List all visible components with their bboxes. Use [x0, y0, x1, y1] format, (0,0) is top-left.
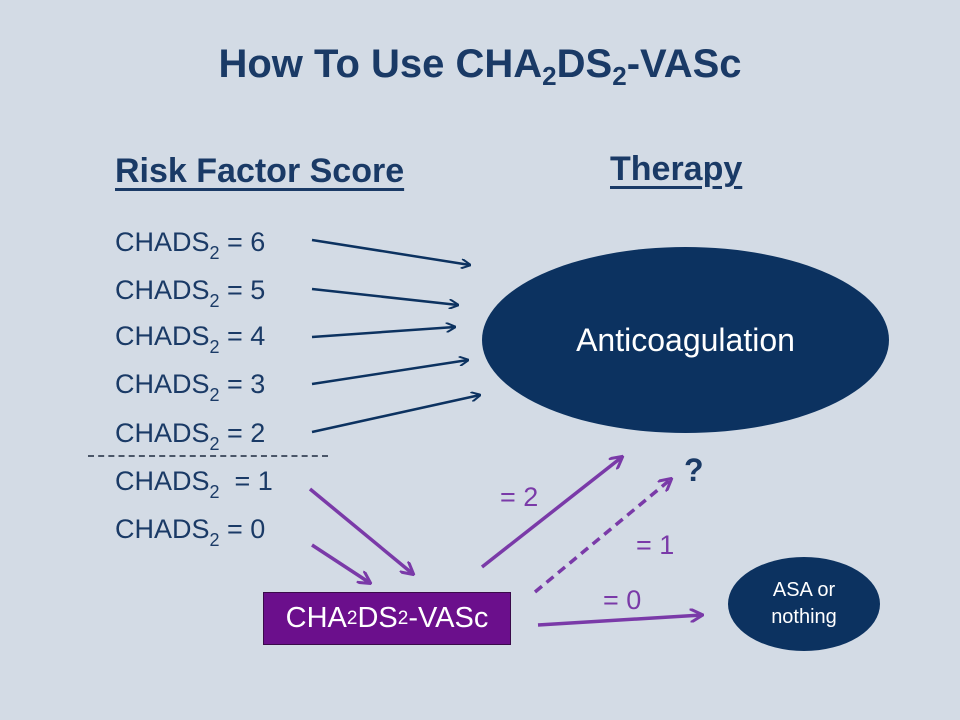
- therapy-heading: Therapy: [610, 150, 743, 188]
- arrow-vasc-score-0: [537, 615, 702, 627]
- score-label-0: = 0: [603, 585, 642, 615]
- chads-row-3: CHADS2 = 3: [115, 369, 266, 405]
- asa-ellipse: ASA or nothing: [728, 557, 880, 651]
- question-mark: ?: [684, 452, 704, 488]
- anticoagulation-label: Anticoagulation: [576, 321, 795, 358]
- chads-row-2: CHADS2 = 2: [115, 418, 266, 454]
- score-label-1: = 1: [636, 530, 675, 560]
- anticoagulation-ellipse: Anticoagulation: [482, 247, 889, 433]
- chads-row-6: CHADS2 = 6: [115, 227, 266, 263]
- arrow-chads-1-to-vasc: [308, 487, 413, 574]
- chads-row-5: CHADS2 = 5: [115, 275, 266, 311]
- arrow-vasc-score-2: [480, 457, 622, 569]
- chads-row-4: CHADS2 = 4: [115, 321, 266, 357]
- chads-row-0: CHADS2 = 0: [115, 514, 266, 550]
- arrow-chads-4: [311, 327, 455, 339]
- arrow-chads-6: [311, 238, 470, 265]
- chads-row-1: CHADS2 = 1: [115, 466, 273, 502]
- risk-factor-heading: Risk Factor Score: [115, 152, 405, 190]
- score-divider: [88, 455, 328, 457]
- arrow-vasc-score-1: [533, 479, 671, 594]
- asa-line-2: nothing: [771, 606, 837, 628]
- asa-line-1: ASA or: [772, 579, 836, 601]
- score-label-2: = 2: [500, 482, 539, 512]
- arrow-chads-3: [311, 360, 468, 386]
- arrow-chads-0-to-vasc: [311, 543, 370, 583]
- arrow-chads-5: [311, 287, 458, 305]
- arrow-chads-2: [311, 395, 480, 434]
- page-title: How To Use CHA2DS2-VASc: [218, 42, 742, 91]
